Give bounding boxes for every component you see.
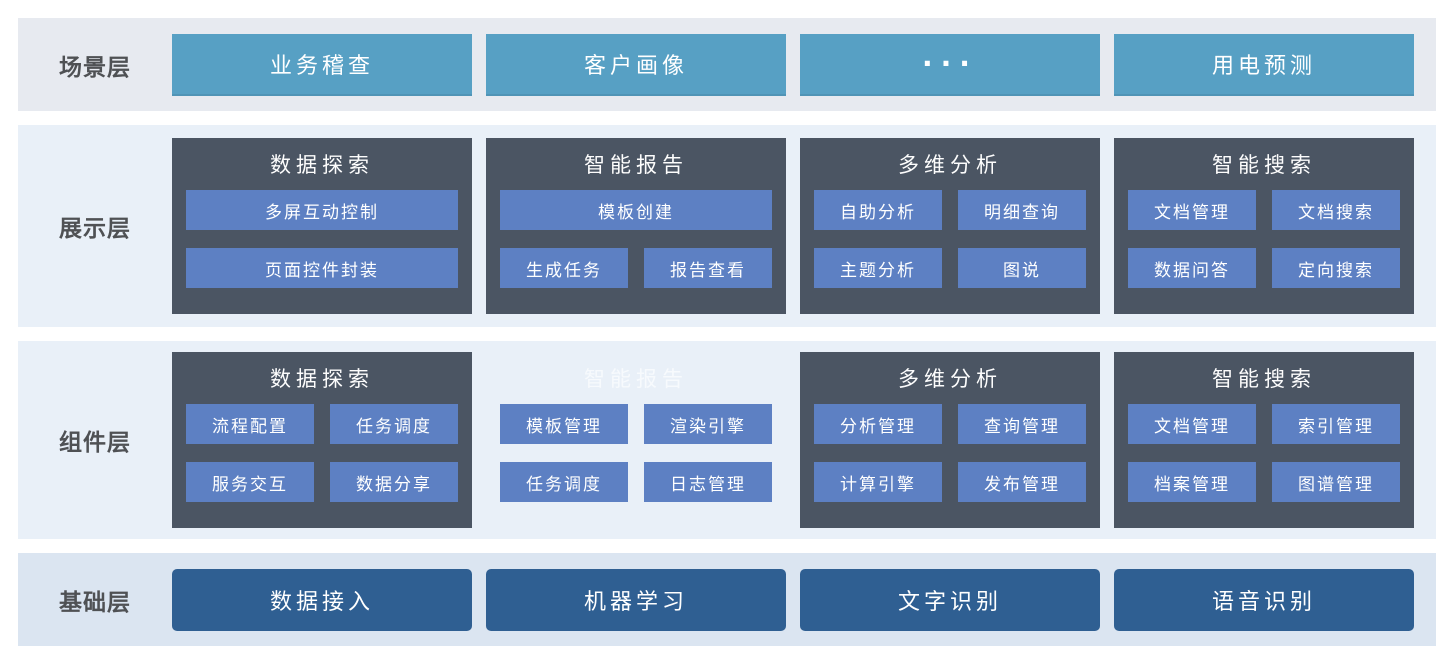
presentation-groups: 数据探索 多屏互动控制 页面控件封装 智能报告 模板创建 生成任务 报告查看 [172,138,1436,314]
scene-block-customer-profile: 客户画像 [486,33,786,96]
group-row: 主题分析 图说 [814,248,1086,288]
group-item: 生成任务 [500,248,628,288]
group-item: 模板创建 [500,190,772,230]
group-item: 报告查看 [644,248,772,288]
group-title: 智能报告 [584,153,688,177]
layer-label-presentation: 展示层 [59,216,131,242]
group-item: 发布管理 [958,462,1086,502]
group-smart-search: 智能搜索 文档管理 索引管理 档案管理 图谱管理 [1114,352,1414,528]
scene-block-ellipsis: ··· [800,33,1100,96]
group-row: 生成任务 报告查看 [500,248,772,288]
group-item: 分析管理 [814,404,942,444]
group-item: 模板管理 [500,404,628,444]
layer-label-base: 基础层 [59,589,131,616]
group-data-exploration: 数据探索 多屏互动控制 页面控件封装 [172,138,472,314]
group-title: 多维分析 [898,367,1002,391]
group-row: 模板创建 [500,190,772,230]
base-buttons: 数据接入 机器学习 文字识别 语音识别 [172,568,1436,631]
group-title: 智能报告 [584,367,688,391]
group-item: 图谱管理 [1272,462,1400,502]
group-multidim-analysis: 多维分析 自助分析 明细查询 主题分析 图说 [800,138,1100,314]
group-smart-report-ghost: 智能报告 模板管理 渲染引擎 任务调度 日志管理 [486,352,786,528]
group-item: 档案管理 [1128,462,1256,502]
group-item: 数据问答 [1128,248,1256,288]
group-data-exploration: 数据探索 流程配置 任务调度 服务交互 数据分享 [172,352,472,528]
group-row: 多屏互动控制 [186,190,458,230]
scene-block-power-forecast: 用电预测 [1114,33,1414,96]
group-title: 数据探索 [270,367,374,391]
group-item: 明细查询 [958,190,1086,230]
group-item: 计算引擎 [814,462,942,502]
layer-row-base: 基础层 数据接入 机器学习 文字识别 语音识别 [18,553,1436,646]
layer-row-presentation: 展示层 数据探索 多屏互动控制 页面控件封装 智能报告 模板创建 生成任务 报告… [18,125,1436,327]
layer-label-component: 组件层 [59,430,131,456]
group-item: 文档搜索 [1272,190,1400,230]
scene-buttons: 业务稽查 客户画像 ··· 用电预测 [172,33,1436,96]
group-row: 档案管理 图谱管理 [1128,462,1400,502]
group-item: 索引管理 [1272,404,1400,444]
group-row: 计算引擎 发布管理 [814,462,1086,502]
group-item: 任务调度 [330,404,458,444]
group-title: 智能搜索 [1212,367,1316,391]
base-block-speech-recognition: 语音识别 [1114,568,1414,631]
layer-label-scene: 场景层 [59,54,131,81]
group-item: 多屏互动控制 [186,190,458,230]
group-item: 文档管理 [1128,190,1256,230]
group-item: 页面控件封装 [186,248,458,288]
group-multidim-analysis: 多维分析 分析管理 查询管理 计算引擎 发布管理 [800,352,1100,528]
group-item: 任务调度 [500,462,628,502]
group-row: 服务交互 数据分享 [186,462,458,502]
group-item: 渲染引擎 [644,404,772,444]
group-smart-search: 智能搜索 文档管理 文档搜索 数据问答 定向搜索 [1114,138,1414,314]
group-item: 定向搜索 [1272,248,1400,288]
group-item: 数据分享 [330,462,458,502]
group-row: 自助分析 明细查询 [814,190,1086,230]
group-row: 任务调度 日志管理 [500,462,772,502]
group-row: 文档管理 索引管理 [1128,404,1400,444]
layer-row-scene: 场景层 业务稽查 客户画像 ··· 用电预测 [18,18,1436,111]
component-groups: 数据探索 流程配置 任务调度 服务交互 数据分享 智能报告 模板管理 渲染引擎 … [172,352,1436,528]
group-smart-report: 智能报告 模板创建 生成任务 报告查看 [486,138,786,314]
group-row: 模板管理 渲染引擎 [500,404,772,444]
group-item: 自助分析 [814,190,942,230]
group-item: 文档管理 [1128,404,1256,444]
group-title: 智能搜索 [1212,153,1316,177]
group-row: 文档管理 文档搜索 [1128,190,1400,230]
group-row: 数据问答 定向搜索 [1128,248,1400,288]
group-item: 查询管理 [958,404,1086,444]
layer-row-component: 组件层 数据探索 流程配置 任务调度 服务交互 数据分享 智能报告 模板管理 渲… [18,341,1436,539]
group-title: 数据探索 [270,153,374,177]
group-row: 页面控件封装 [186,248,458,288]
group-row: 流程配置 任务调度 [186,404,458,444]
group-item: 服务交互 [186,462,314,502]
group-title: 多维分析 [898,153,1002,177]
group-item: 主题分析 [814,248,942,288]
scene-block-business-audit: 业务稽查 [172,33,472,96]
group-item: 流程配置 [186,404,314,444]
base-block-machine-learning: 机器学习 [486,568,786,631]
group-item: 日志管理 [644,462,772,502]
base-block-ocr: 文字识别 [800,568,1100,631]
group-item: 图说 [958,248,1086,288]
group-row: 分析管理 查询管理 [814,404,1086,444]
base-block-data-access: 数据接入 [172,568,472,631]
